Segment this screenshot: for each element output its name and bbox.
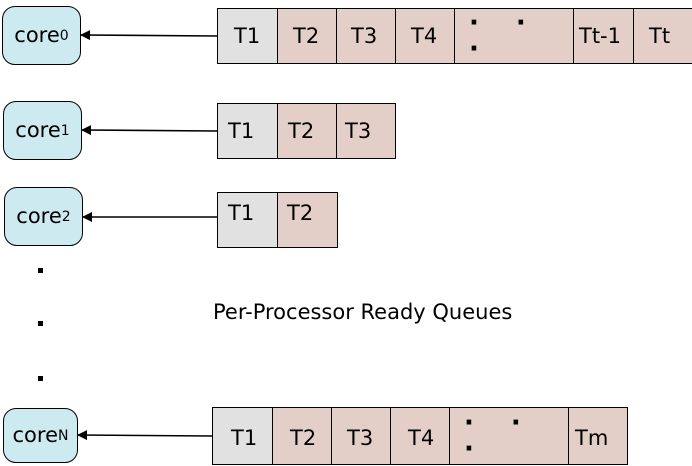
queue-0-task: T1: [218, 9, 277, 63]
queue-0-task: Tt-1: [573, 9, 633, 63]
vertical-ellipsis-dot: [38, 321, 43, 326]
ready-queue-0: T1 T2 T3 T4 · · · Tt-1 Tt: [217, 8, 692, 64]
vertical-ellipsis-dot: [38, 376, 43, 381]
queue-n-ellipsis: · · ·: [449, 408, 568, 464]
queue-0-task: T3: [336, 9, 395, 63]
queue-2-task: T2: [277, 193, 337, 247]
queue-n-task: Tm: [568, 408, 627, 464]
core-1-label: core: [15, 118, 61, 142]
queue-n-task: T3: [331, 408, 390, 464]
core-0-label: core: [14, 23, 60, 47]
queue-2-task: T1: [218, 193, 277, 247]
core-n-label: core: [12, 423, 59, 447]
queue-1-task: T2: [277, 104, 336, 158]
queue-1-task: T1: [218, 104, 277, 158]
ready-queue-n: T1 T2 T3 T4 · · · Tm: [212, 407, 628, 465]
core-2-label: core: [16, 204, 62, 228]
queue-n-task: T4: [390, 408, 449, 464]
arrow-queue1-to-core1: [81, 125, 218, 136]
arrow-queueN-to-coreN: [77, 430, 213, 441]
queue-1-task: T3: [336, 104, 395, 158]
queue-0-task: T4: [395, 9, 454, 63]
diagram-caption: Per-Processor Ready Queues: [213, 300, 513, 324]
queue-0-task: T2: [277, 9, 336, 63]
queue-n-task: T2: [272, 408, 331, 464]
queue-n-task: T1: [213, 408, 272, 464]
queue-0-task: Tt: [633, 9, 692, 63]
ready-queue-2: T1 T2: [217, 192, 338, 248]
vertical-ellipsis-dot: [38, 268, 43, 273]
arrow-queue0-to-core0: [80, 30, 218, 41]
queue-0-ellipsis: · · ·: [454, 9, 573, 63]
ready-queue-1: T1 T2 T3: [217, 103, 396, 159]
